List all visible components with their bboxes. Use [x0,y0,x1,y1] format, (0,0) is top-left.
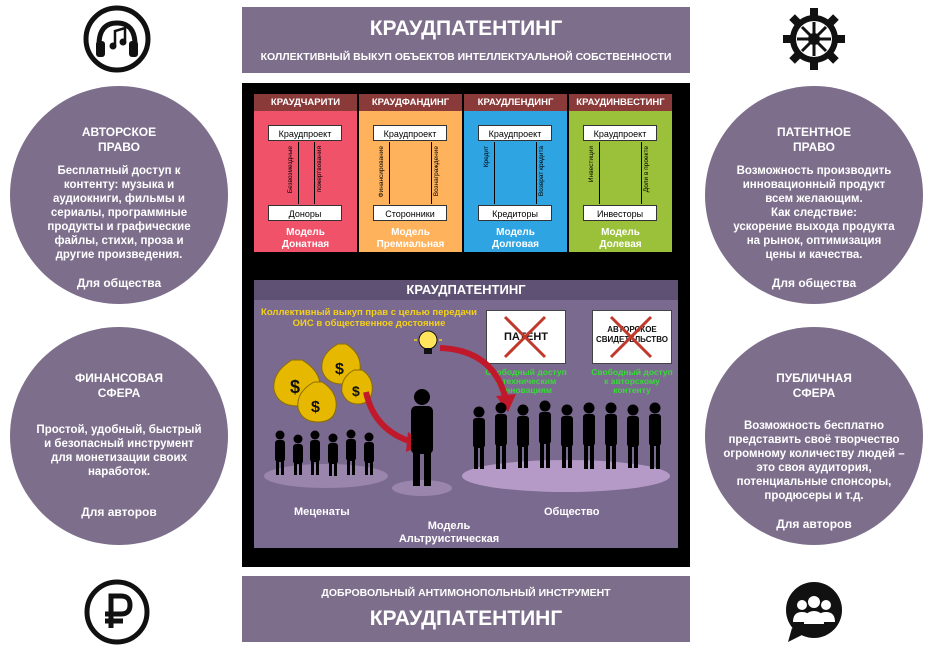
arrow-down [641,142,642,204]
circle-body: Возможность производить инновационный пр… [733,165,895,261]
footer-subtitle: ДОБРОВОЛЬНЫЙ АНТИМОНОПОЛЬНЫЙ ИНСТРУМЕНТ [321,587,611,599]
society-ground [462,460,670,492]
society-crowd [473,400,661,469]
transfer-arrows [363,345,509,445]
svg-text:$: $ [311,399,320,416]
column-header: КРАУДЧАРИТИ [254,94,357,111]
flow-label-left: Финансирование [378,146,385,198]
model-altruistic-label: Модель Альтруистическая [398,520,500,545]
arrow-up [389,142,390,204]
headphones-music-icon [83,5,151,73]
circle-title: ФИНАНСОВАЯ СФЕРА [75,371,163,400]
flow-label-left: Кредит [483,146,490,168]
flow-label-right: пожертвования [316,146,323,193]
circle-footer: Для общества [771,276,857,290]
page-title: КРАУДПАТЕНТИНГ [369,17,563,40]
top-box: Краудпроект [373,125,447,141]
circle-body: Простой, удобный, быстрый и безопасный и… [36,424,202,478]
circle-footer: Для авторов [776,517,852,531]
footer-title: КРАУДПАТЕНТИНГ [369,607,563,630]
column-header: КРАУДЛЕНДИНГ [464,94,567,111]
arrow-down [536,142,537,204]
column-header: КРАУДИНВЕСТИНГ [569,94,672,111]
header-band: КРАУДПАТЕНТИНГ КОЛЛЕКТИВНЫЙ ВЫКУП ОБЪЕКТ… [242,7,690,73]
svg-text:$: $ [352,383,360,399]
copyright-card: АВТОРСКОЕ СВИДЕТЕЛЬСТВО [592,310,672,364]
model-label: Модель Премиальная [376,227,445,250]
patrons-label: Меценаты [294,506,350,518]
circle-copyright-law: АВТОРСКОЕ ПРАВО Бесплатный доступ к конт… [10,86,228,304]
model-label: Модель Донатная [281,227,330,250]
crowd-scene: $ $ $ $ [264,330,670,496]
flow-label-right: Возврат кредита [538,146,545,197]
circle-title: АВТОРСКОЕ ПРАВО [81,125,157,154]
circle-patent-law: ПАТЕНТНОЕ ПРАВО Возможность производить … [705,86,923,304]
circle-footer: Для общества [76,276,162,290]
page-subtitle: КОЛЛЕКТИВНЫЙ ВЫКУП ОБЪЕКТОВ ИНТЕЛЛЕКТУАЛ… [260,51,672,63]
arrow-down [314,142,315,204]
lower-panel-title: КРАУДПАТЕНТИНГ [254,280,678,300]
model-column-crowdcharity: КРАУДЧАРИТИ Краудпроект Доноры Безвозмез… [254,94,357,252]
crowdpatenting-panel: КРАУДПАТЕНТИНГ Коллективный выкуп прав с… [254,280,678,548]
model-column-crowdinvesting: КРАУДИНВЕСТИНГ Краудпроект Инвесторы Инв… [569,94,672,252]
arrow-up [599,142,600,204]
circle-title: ПАТЕНТНОЕ ПРАВО [776,125,852,154]
lower-panel-caption: Коллективный выкуп прав с целью передачи… [261,307,477,329]
lightbulb-icon [414,330,442,354]
circle-title: ПУБЛИЧНАЯ СФЕРА [776,371,852,400]
money-bags-icon: $ $ $ $ [273,343,373,423]
cross-out-icon [609,315,653,359]
flow-label-right: Вознаграждение [433,146,440,197]
circle-public-sphere: ПУБЛИЧНАЯ СФЕРА Возможность бесплатно пр… [705,327,923,545]
patent-card: ПАТЕНТ [486,310,566,364]
group-chat-icon [786,582,842,642]
circle-body: Возможность бесплатно представить своё т… [723,420,905,502]
svg-text:$: $ [290,377,300,397]
flow-label-left: Инвестиции [588,146,595,183]
circle-financial-sphere: ФИНАНСОВАЯ СФЕРА Простой, удобный, быстр… [10,327,228,545]
arrow-up [494,142,495,204]
center-ground [392,480,452,496]
footer-band: ДОБРОВОЛЬНЫЙ АНТИМОНОПОЛЬНЫЙ ИНСТРУМЕНТ … [242,576,690,642]
bottom-box: Инвесторы [583,205,657,221]
circle-footer: Для авторов [81,505,157,519]
top-box: Краудпроект [478,125,552,141]
bottom-box: Кредиторы [478,205,552,221]
central-panel: КРАУДЧАРИТИ Краудпроект Доноры Безвозмез… [242,83,690,567]
flow-label-left: Безвозмездные [287,146,294,194]
top-box: Краудпроект [583,125,657,141]
top-box: Краудпроект [268,125,342,141]
gear-icon [783,8,845,70]
society-label: Общество [544,506,600,518]
column-header: КРАУДФАНДИНГ [359,94,462,111]
svg-text:$: $ [335,361,344,378]
arrow-up [298,142,299,204]
model-label: Модель Долевая [599,227,642,250]
ruble-coin-icon [84,579,150,645]
copyright-note: Свободный доступ к авторскому контенту [591,367,673,395]
model-column-crowdfunding: КРАУДФАНДИНГ Краудпроект Сторонники Фина… [359,94,462,252]
circle-body: Бесплатный доступ к контенту: музыка и а… [47,165,191,261]
patrons-crowd [275,429,374,476]
central-figure [411,389,433,486]
model-column-crowdlending: КРАУДЛЕНДИНГ Краудпроект Кредиторы Креди… [464,94,567,252]
arrow-down [431,142,432,204]
bottom-box: Доноры [268,205,342,221]
model-label: Модель Долговая [491,227,539,250]
flow-label-right: Доли в проекте [643,146,650,193]
bottom-box: Сторонники [373,205,447,221]
cross-out-icon [503,315,547,359]
